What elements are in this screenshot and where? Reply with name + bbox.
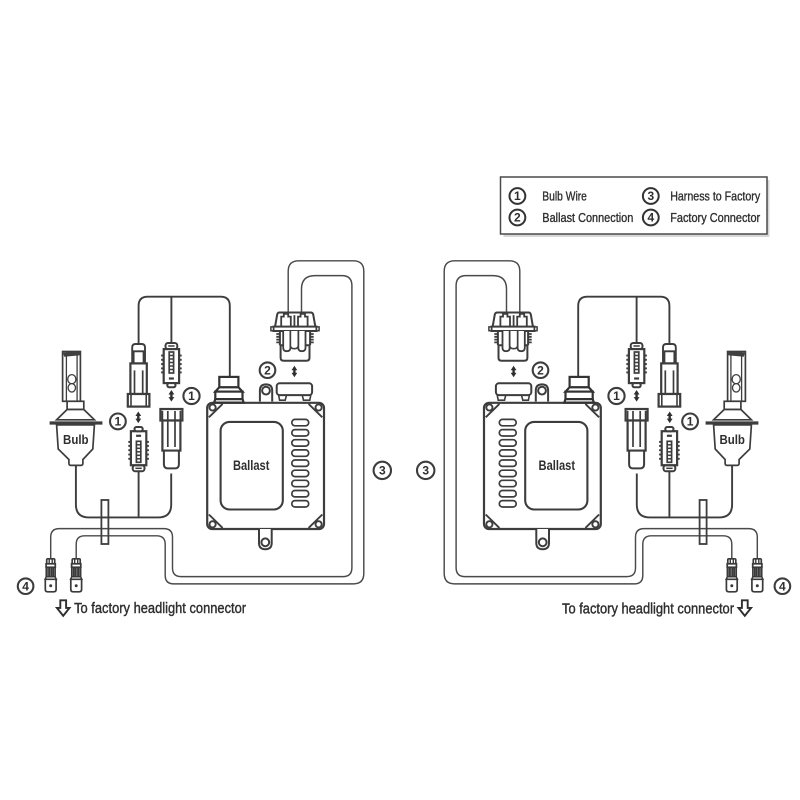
svg-text:1: 1 <box>687 415 694 429</box>
svg-text:Ballast: Ballast <box>233 457 270 473</box>
svg-text:To factory headlight connector: To factory headlight connector <box>74 601 246 617</box>
svg-text:Factory Connector: Factory Connector <box>670 210 761 225</box>
svg-text:4: 4 <box>647 211 654 225</box>
svg-text:2: 2 <box>264 363 271 377</box>
svg-text:4: 4 <box>22 579 29 593</box>
svg-text:Ballast Connection: Ballast Connection <box>542 210 633 225</box>
svg-text:To factory headlight connector: To factory headlight connector <box>562 602 734 618</box>
svg-text:Bulb: Bulb <box>63 432 89 447</box>
svg-text:Bulb: Bulb <box>719 432 745 447</box>
svg-text:Ballast: Ballast <box>539 457 576 473</box>
svg-text:4: 4 <box>779 579 786 593</box>
svg-text:2: 2 <box>514 211 521 225</box>
svg-text:3: 3 <box>647 189 654 203</box>
svg-text:1: 1 <box>514 189 521 203</box>
svg-text:3: 3 <box>422 464 429 478</box>
svg-text:Harness to Factory: Harness to Factory <box>670 188 760 203</box>
svg-text:2: 2 <box>537 363 544 377</box>
svg-text:3: 3 <box>379 464 386 478</box>
svg-text:1: 1 <box>613 389 620 403</box>
svg-text:1: 1 <box>115 415 122 429</box>
svg-text:Bulb Wire: Bulb Wire <box>542 188 587 203</box>
svg-text:1: 1 <box>188 389 195 403</box>
